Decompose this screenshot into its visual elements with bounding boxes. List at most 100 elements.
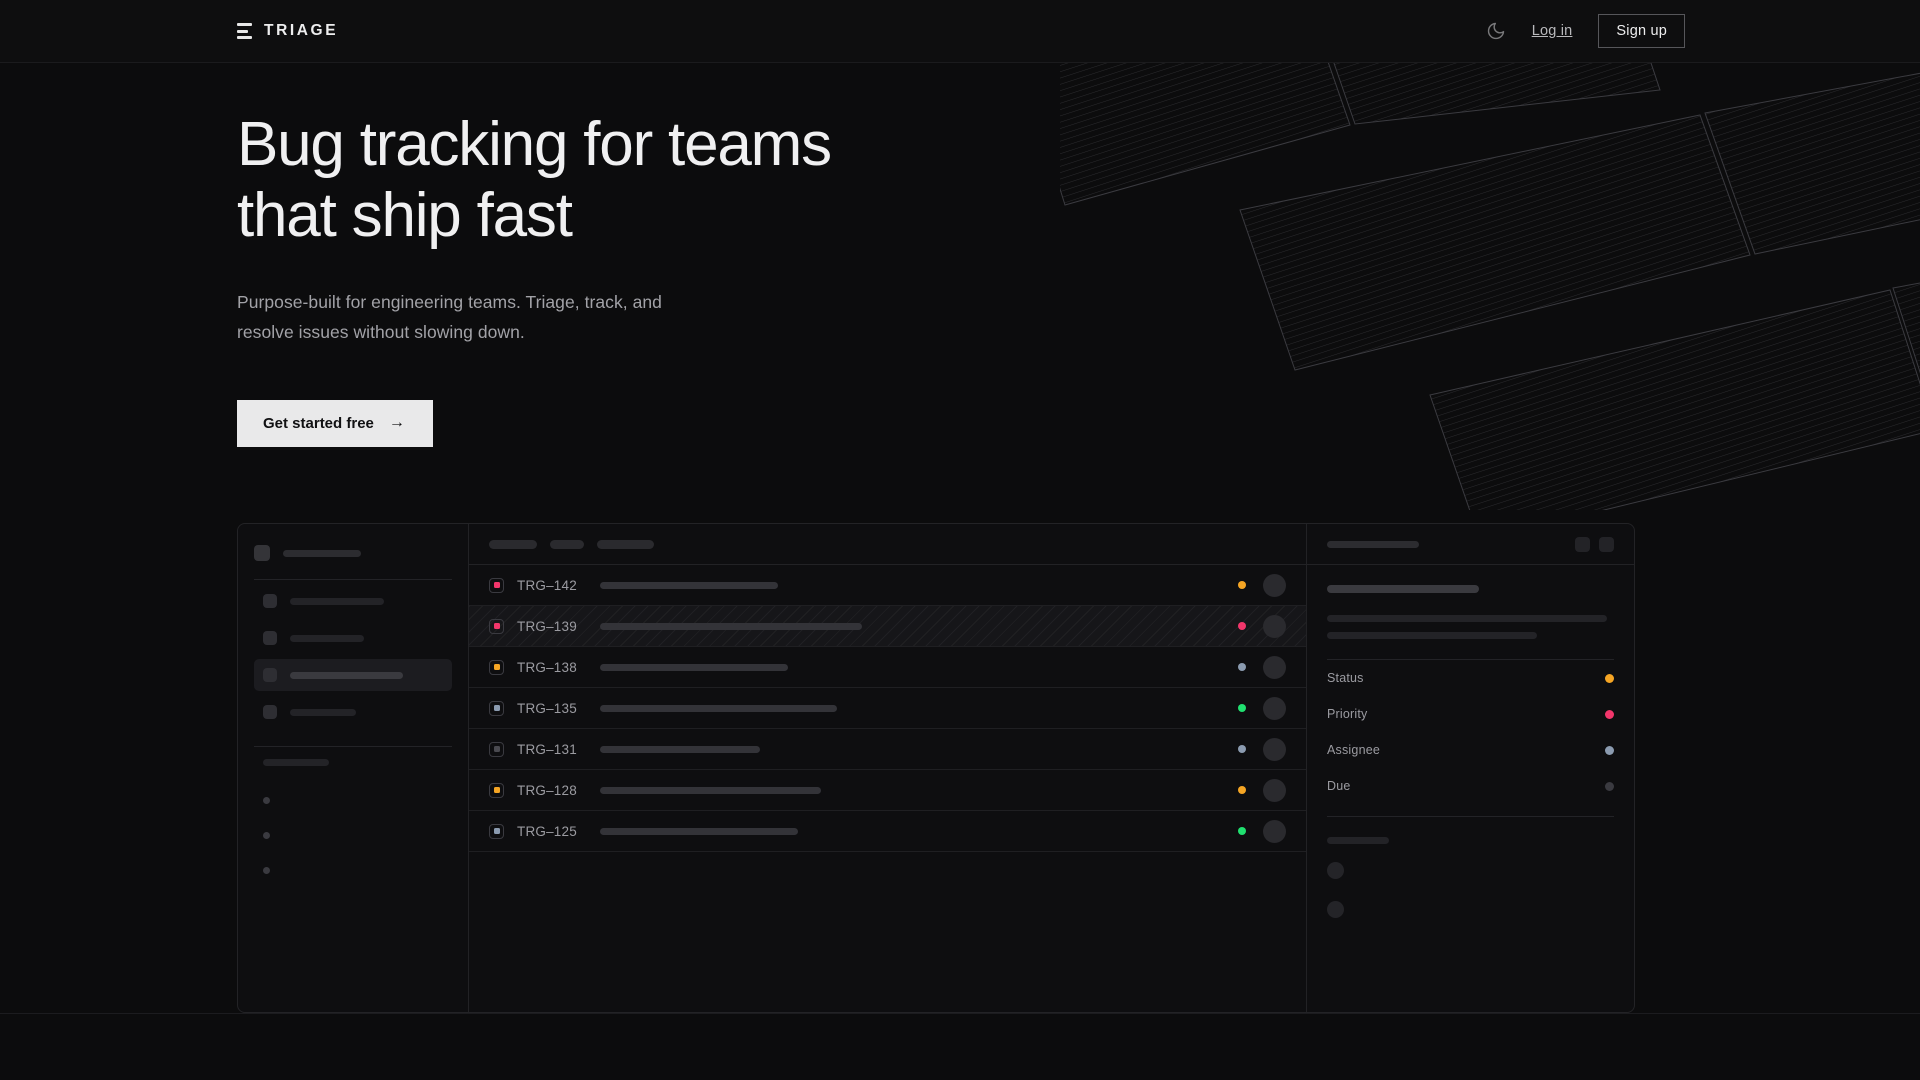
hero-section: Bug tracking for teams that ship fast Pu… <box>237 110 832 447</box>
sidebar-sub-dot-icon <box>263 867 270 874</box>
detail-meta-row[interactable]: Assignee <box>1327 732 1614 768</box>
get-started-label: Get started free <box>263 414 374 432</box>
issue-type-icon <box>489 659 504 675</box>
signup-button[interactable]: Sign up <box>1598 14 1685 48</box>
sidebar-item-label <box>290 597 384 605</box>
panel-action-button-1[interactable] <box>1575 536 1590 552</box>
detail-meta-value-dot <box>1605 673 1614 683</box>
issue-assignee-avatar[interactable] <box>1263 819 1286 843</box>
get-started-button[interactable]: Get started free → <box>237 399 433 447</box>
sidebar-item-icon <box>263 631 277 645</box>
toolbar-filter-chip-1[interactable] <box>489 539 537 549</box>
stacked-bars-logo-icon <box>237 23 252 39</box>
subheading-line-2: resolve issues without slowing down. <box>237 322 525 343</box>
section-label-placeholder <box>263 759 329 766</box>
issue-type-icon <box>489 618 504 634</box>
sidebar-sub-item-2[interactable] <box>254 823 452 848</box>
issue-assignee-avatar[interactable] <box>1263 737 1286 761</box>
issue-title-placeholder <box>600 663 788 671</box>
detail-meta-label: Due <box>1327 779 1351 793</box>
issue-title-placeholder <box>600 786 821 794</box>
toolbar-filter-chip-2[interactable] <box>550 539 584 549</box>
issue-row[interactable]: TRG–125 <box>469 811 1306 852</box>
detail-meta-row[interactable]: Due <box>1327 768 1614 804</box>
issue-status-dot <box>1238 622 1246 630</box>
issue-row[interactable]: TRG–131 <box>469 729 1306 770</box>
comment-avatar[interactable] <box>1327 862 1344 879</box>
issue-assignee-avatar[interactable] <box>1263 696 1286 720</box>
brand-name: TRIAGE <box>264 22 339 39</box>
issue-id: TRG–139 <box>517 618 577 634</box>
issue-id: TRG–138 <box>517 659 577 675</box>
detail-summary-placeholder <box>1327 585 1479 593</box>
issue-row[interactable]: TRG–138 <box>469 647 1306 688</box>
mockup-sidebar-nav <box>254 585 452 728</box>
detail-divider-2 <box>1327 816 1614 817</box>
sidebar-item-icon <box>263 705 277 719</box>
nav-actions: Log in Sign up <box>1486 14 1685 48</box>
sidebar-section-label <box>254 747 452 778</box>
comment-avatar[interactable] <box>1327 901 1344 918</box>
sidebar-nav-item-1[interactable] <box>254 585 452 617</box>
issue-row[interactable]: TRG–135 <box>469 688 1306 729</box>
issue-assignee-avatar[interactable] <box>1263 614 1286 638</box>
panel-action-button-2[interactable] <box>1599 536 1614 552</box>
page-title: Bug tracking for teams that ship fast <box>237 110 832 251</box>
sidebar-divider-2 <box>254 746 452 747</box>
sidebar-item-label <box>290 634 364 642</box>
issue-title-placeholder <box>600 622 862 630</box>
issue-title-placeholder <box>600 704 837 712</box>
top-navigation-bar: TRIAGE Log in Sign up <box>0 0 1920 63</box>
issue-assignee-avatar[interactable] <box>1263 573 1286 597</box>
toolbar-filter-chip-3[interactable] <box>597 539 654 549</box>
sidebar-nav-item-4[interactable] <box>254 696 452 728</box>
issue-status-dot <box>1238 663 1246 671</box>
issue-row[interactable]: TRG–142 <box>469 565 1306 606</box>
issue-status-dot <box>1238 786 1246 794</box>
issue-id: TRG–135 <box>517 700 577 716</box>
sidebar-item-label <box>290 708 356 716</box>
sidebar-divider <box>254 579 452 580</box>
issue-row[interactable]: TRG–139 <box>469 606 1306 647</box>
issue-row[interactable]: TRG–128 <box>469 770 1306 811</box>
detail-meta-label: Priority <box>1327 707 1368 721</box>
mockup-sidebar-sublist <box>254 788 452 883</box>
detail-meta-value-dot <box>1605 709 1614 719</box>
issue-status-dot <box>1238 745 1246 753</box>
sidebar-nav-item-3[interactable] <box>254 659 452 691</box>
mockup-sidebar-workspace[interactable] <box>254 541 452 561</box>
sidebar-sub-dot-icon <box>263 797 270 804</box>
sidebar-nav-item-2[interactable] <box>254 622 452 654</box>
detail-text-line-1 <box>1327 615 1607 622</box>
detail-meta-label: Status <box>1327 671 1364 685</box>
issue-list-toolbar <box>469 524 1306 565</box>
issue-type-icon <box>489 741 504 757</box>
sidebar-sub-dot-icon <box>263 832 270 839</box>
workspace-avatar-icon <box>254 545 270 561</box>
detail-text-line-2 <box>1327 632 1537 639</box>
detail-meta-row[interactable]: Status <box>1327 660 1614 696</box>
workspace-name-placeholder <box>283 549 361 557</box>
issue-type-icon <box>489 823 504 839</box>
comment-avatars <box>1327 862 1614 918</box>
mockup-sidebar <box>238 524 469 1012</box>
detail-meta-row[interactable]: Priority <box>1327 696 1614 732</box>
moon-icon[interactable] <box>1486 21 1506 41</box>
detail-meta-value-dot <box>1605 781 1614 791</box>
login-link[interactable]: Log in <box>1531 23 1573 39</box>
sidebar-sub-item-3[interactable] <box>254 858 452 883</box>
issue-id: TRG–142 <box>517 577 577 593</box>
sidebar-item-icon <box>263 668 277 682</box>
issue-type-icon <box>489 577 504 593</box>
sidebar-sub-item-1[interactable] <box>254 788 452 813</box>
brand-logo[interactable]: TRIAGE <box>237 22 338 40</box>
issue-assignee-avatar[interactable] <box>1263 778 1286 802</box>
issue-title-placeholder <box>600 581 778 589</box>
issue-status-dot <box>1238 827 1246 835</box>
issue-assignee-avatar[interactable] <box>1263 655 1286 679</box>
